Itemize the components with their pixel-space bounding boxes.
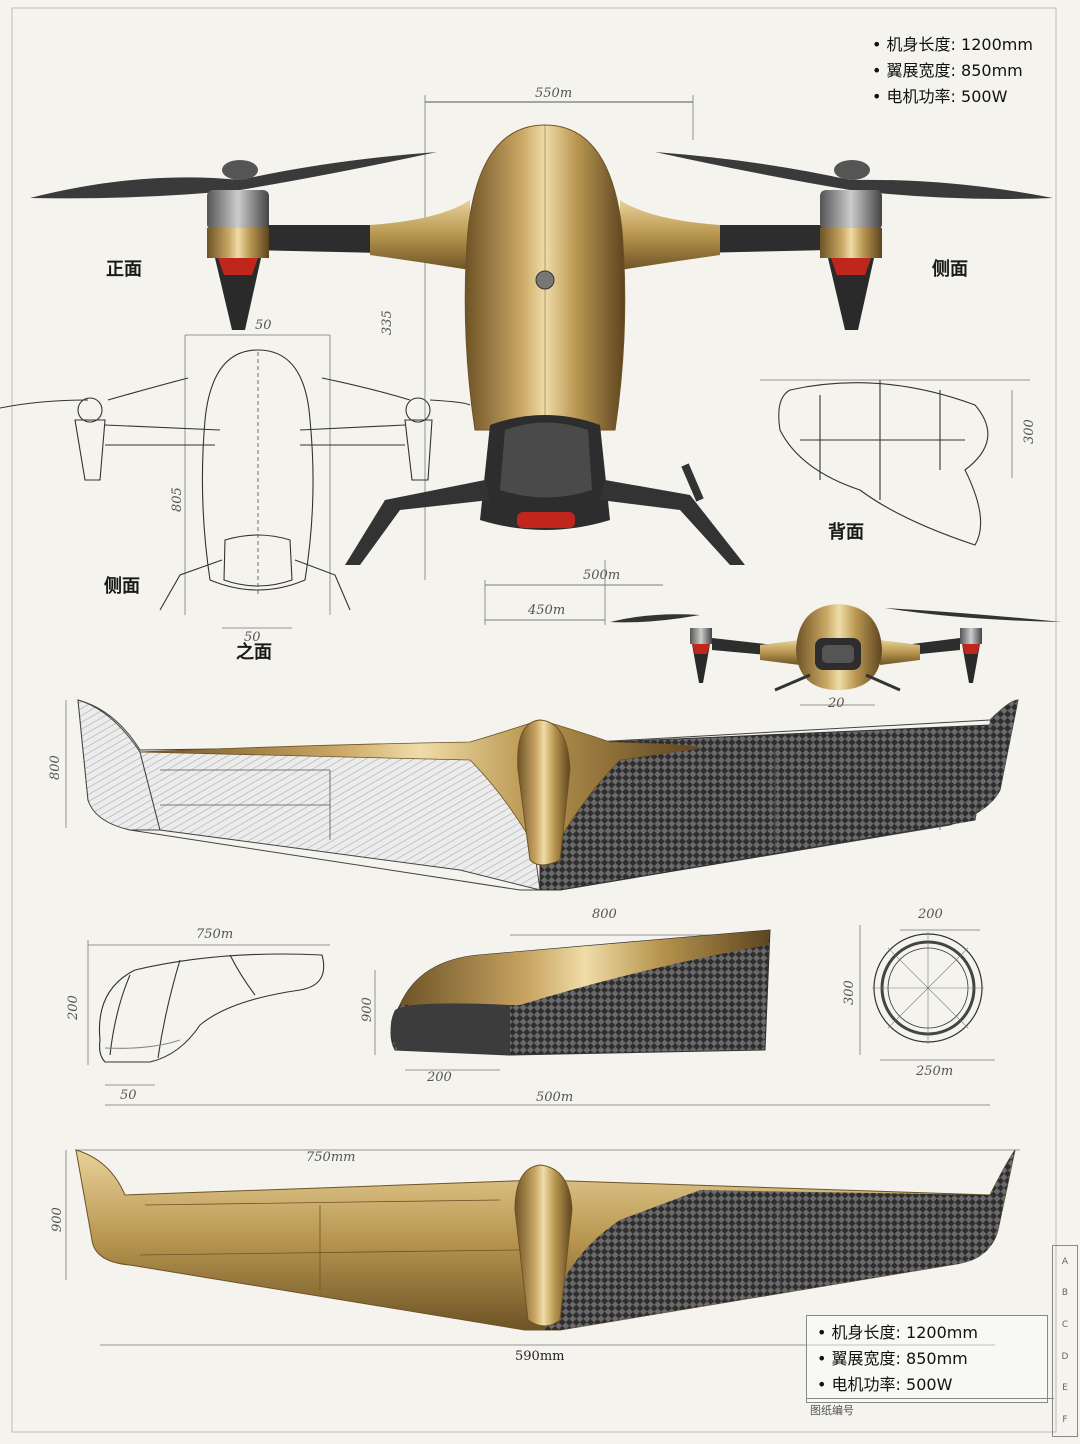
dim-small-drone: 20 — [828, 696, 845, 711]
dim-nose-base: 200 — [427, 1070, 452, 1085]
dim-ring-height: 300 — [842, 980, 857, 1005]
title-block-mark: E — [1062, 1383, 1068, 1394]
dim-span-length: 500m — [536, 1090, 574, 1105]
title-block: A B C D E F — [1052, 1245, 1078, 1437]
dim-ring-top: 200 — [918, 907, 943, 922]
title-block-mark: C — [1061, 1320, 1069, 1331]
spec-row: 电机功率: 500W — [872, 84, 1033, 110]
dim-top-width: 550m — [535, 86, 573, 101]
back-profile-sketch — [760, 379, 1030, 546]
spec-row: 翼展宽度: 850mm — [817, 1346, 1037, 1372]
spec-row: 电机功率: 500W — [817, 1372, 1037, 1398]
flying-wing-top-view-2 — [65, 1149, 1020, 1346]
view-label-back: 背面 — [828, 522, 864, 543]
ring-section-view — [859, 925, 995, 1061]
dim-nose-height: 900 — [360, 997, 375, 1022]
dim-profile-height: 300 — [1022, 419, 1037, 444]
tail-section-sketch — [87, 940, 330, 1086]
spec-list-bottom: 机身长度: 1200mm 翼展宽度: 850mm 电机功率: 500W — [806, 1315, 1048, 1403]
view-label-bottom: 之面 — [236, 642, 272, 663]
dim-sketch-bottom: 50 — [244, 630, 261, 645]
spec-row: 翼展宽度: 850mm — [872, 58, 1033, 84]
sheet-border — [11, 7, 1057, 1433]
dim-tail-base: 50 — [120, 1088, 137, 1103]
dim-mid-width: 500m — [583, 568, 621, 583]
dim-wing2-height: 900 — [50, 1207, 65, 1232]
dim-ring-width: 250m — [916, 1064, 954, 1079]
dim-nose-length: 800 — [592, 907, 617, 922]
dim-leg-span: 450m — [528, 603, 566, 618]
dim-wing2-span: 590mm — [515, 1349, 565, 1364]
flying-wing-top-view-1 — [65, 699, 1019, 891]
title-block-mark: D — [1061, 1351, 1069, 1362]
dim-wing1-height: 800 — [48, 755, 63, 780]
dim-tail-length: 750m — [196, 927, 234, 942]
dim-body-height: 335 — [380, 310, 395, 335]
drawing-number: 图纸编号 — [810, 1404, 854, 1417]
title-block-mark: F — [1062, 1415, 1068, 1426]
dim-tail-height: 200 — [66, 995, 81, 1020]
spec-row: 机身长度: 1200mm — [817, 1320, 1037, 1346]
view-label-front: 正面 — [106, 259, 142, 280]
view-label-side-right: 侧面 — [932, 259, 968, 280]
title-block-mark: B — [1061, 1288, 1069, 1299]
view-label-side-left: 侧面 — [104, 576, 140, 597]
drawing-footer: 图纸编号 — [806, 1398, 1054, 1427]
small-drone-back-view — [610, 604, 1062, 706]
dim-wing2-top: 750mm — [306, 1150, 356, 1165]
nose-section-view — [374, 929, 771, 1071]
main-drone-front-view — [30, 95, 1053, 625]
title-block-mark: A — [1061, 1256, 1069, 1267]
sketch-drone-side-view — [0, 334, 471, 629]
dim-sketch-top: 50 — [255, 318, 272, 333]
spec-list-top: 机身长度: 1200mm 翼展宽度: 850mm 电机功率: 500W — [872, 32, 1033, 110]
spec-row: 机身长度: 1200mm — [872, 32, 1033, 58]
dim-sketch-height: 805 — [170, 487, 185, 512]
